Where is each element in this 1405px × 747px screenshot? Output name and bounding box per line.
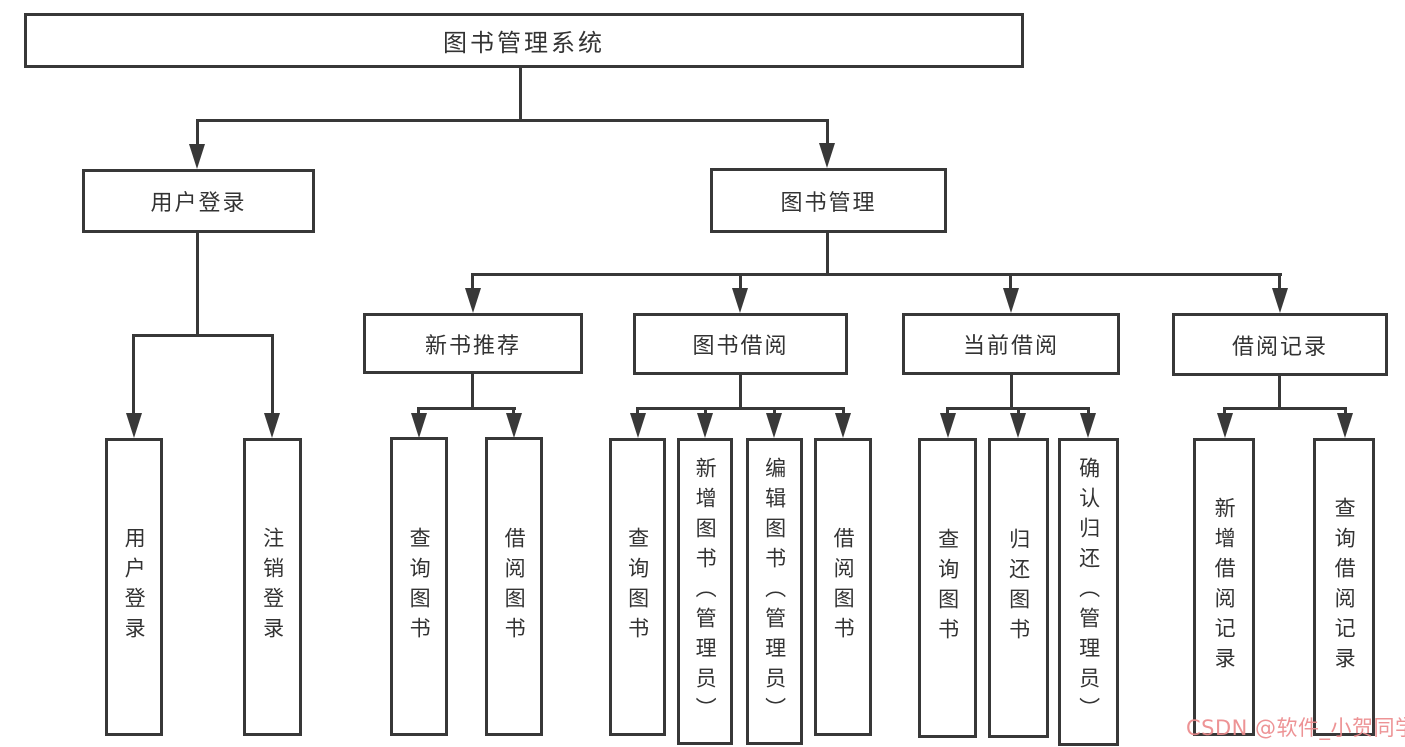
connector-line (196, 119, 199, 147)
arrow-down-icon (126, 413, 142, 438)
connector-line (1017, 407, 1020, 416)
leaf-return-book: 归还图书 (988, 438, 1049, 738)
connector-line (471, 374, 474, 410)
connector-line (826, 119, 829, 147)
node-root-label: 图书管理系统 (443, 29, 605, 57)
connector-line (636, 407, 639, 416)
node-book-management: 图书管理 (710, 168, 947, 233)
leaf-user-login: 用户登录 (105, 438, 163, 736)
leaf-label: 查询图书 (625, 527, 650, 647)
connector-line (1223, 407, 1226, 416)
arrow-down-icon (630, 413, 646, 438)
leaf-logout: 注销登录 (243, 438, 302, 736)
node-borrow-record: 借阅记录 (1172, 313, 1388, 376)
connector-line (1278, 273, 1281, 290)
connector-line (132, 334, 135, 416)
connector-line (946, 407, 949, 416)
leaf-label: 新增图书（管理员） (693, 456, 718, 727)
leaf-label: 借阅图书 (502, 526, 527, 647)
arrow-down-icon (819, 143, 835, 168)
connector-line (826, 233, 829, 276)
connector-line (1087, 407, 1090, 416)
leaf-user-login-label: 用户登录 (122, 527, 147, 647)
leaf-add-book-admin: 新增图书（管理员） (677, 438, 733, 745)
arrow-down-icon (697, 413, 713, 438)
leaf-label: 查询借阅记录 (1332, 497, 1357, 677)
connector-line (739, 273, 742, 290)
node-book-borrow-label: 图书借阅 (692, 334, 789, 359)
arrow-down-icon (1003, 288, 1019, 313)
connector-line (512, 407, 515, 416)
node-new-book-recommend-label: 新书推荐 (424, 333, 521, 359)
arrow-down-icon (411, 413, 427, 438)
connector-line (519, 68, 522, 122)
connector-line (471, 273, 474, 290)
connector-line (1009, 273, 1012, 290)
connector-line (471, 273, 1282, 276)
leaf-label: 查询图书 (407, 526, 432, 647)
leaf-borrow-books: 借阅图书 (814, 438, 872, 736)
connector-line (1344, 407, 1347, 416)
leaf-edit-book-admin: 编辑图书（管理员） (746, 438, 803, 745)
connector-line (636, 407, 845, 410)
leaf-label: 借阅图书 (831, 527, 856, 647)
leaf-label: 新增借阅记录 (1212, 497, 1237, 677)
node-current-borrow-label: 当前借阅 (962, 334, 1059, 359)
connector-line (704, 407, 707, 416)
node-root-system: 图书管理系统 (24, 13, 1024, 68)
csdn-watermark: CSDN @软件_小贺同学 (1186, 716, 1405, 740)
leaf-label: 确认归还（管理员） (1076, 457, 1101, 727)
leaf-confirm-return-admin: 确认归还（管理员） (1058, 438, 1119, 746)
connector-line (773, 407, 776, 416)
connector-line (196, 119, 829, 122)
arrow-down-icon (506, 413, 522, 438)
arrow-down-icon (189, 144, 205, 169)
arrow-down-icon (1337, 413, 1353, 438)
connector-line (739, 375, 742, 410)
connector-line (842, 407, 845, 416)
arrow-down-icon (766, 413, 782, 438)
connector-line (1010, 375, 1013, 410)
node-new-book-recommend: 新书推荐 (363, 313, 583, 374)
connector-line (1223, 407, 1347, 410)
connector-line (196, 233, 199, 337)
arrow-down-icon (1080, 413, 1096, 438)
arrow-down-icon (732, 288, 748, 313)
arrow-down-icon (835, 413, 851, 438)
leaf-borrow-books-recommend: 借阅图书 (485, 437, 543, 736)
arrow-down-icon (1217, 413, 1233, 438)
node-book-management-label: 图书管理 (780, 190, 877, 216)
leaf-logout-label: 注销登录 (260, 527, 285, 647)
arrow-down-icon (940, 413, 956, 438)
leaf-label: 归还图书 (1006, 528, 1031, 648)
leaf-query-borrow-record: 查询借阅记录 (1313, 438, 1375, 736)
leaf-add-borrow-record: 新增借阅记录 (1193, 438, 1255, 736)
node-user-login: 用户登录 (82, 169, 315, 233)
leaf-label: 查询图书 (935, 528, 960, 648)
leaf-query-books-current: 查询图书 (918, 438, 977, 738)
arrow-down-icon (1010, 413, 1026, 438)
connector-line (417, 407, 516, 410)
connector-line (1278, 376, 1281, 410)
arrow-down-icon (1272, 288, 1288, 313)
connector-line (417, 407, 420, 416)
connector-line (132, 334, 274, 337)
leaf-query-books-recommend: 查询图书 (390, 437, 448, 736)
leaf-label: 编辑图书（管理员） (762, 456, 787, 727)
arrow-down-icon (465, 288, 481, 313)
node-current-borrow: 当前借阅 (902, 313, 1120, 375)
node-user-login-label: 用户登录 (150, 191, 247, 216)
arrow-down-icon (264, 413, 280, 438)
connector-line (271, 334, 274, 416)
node-book-borrow: 图书借阅 (633, 313, 848, 375)
leaf-query-books-borrow: 查询图书 (609, 438, 666, 736)
node-borrow-record-label: 借阅记录 (1231, 334, 1328, 360)
